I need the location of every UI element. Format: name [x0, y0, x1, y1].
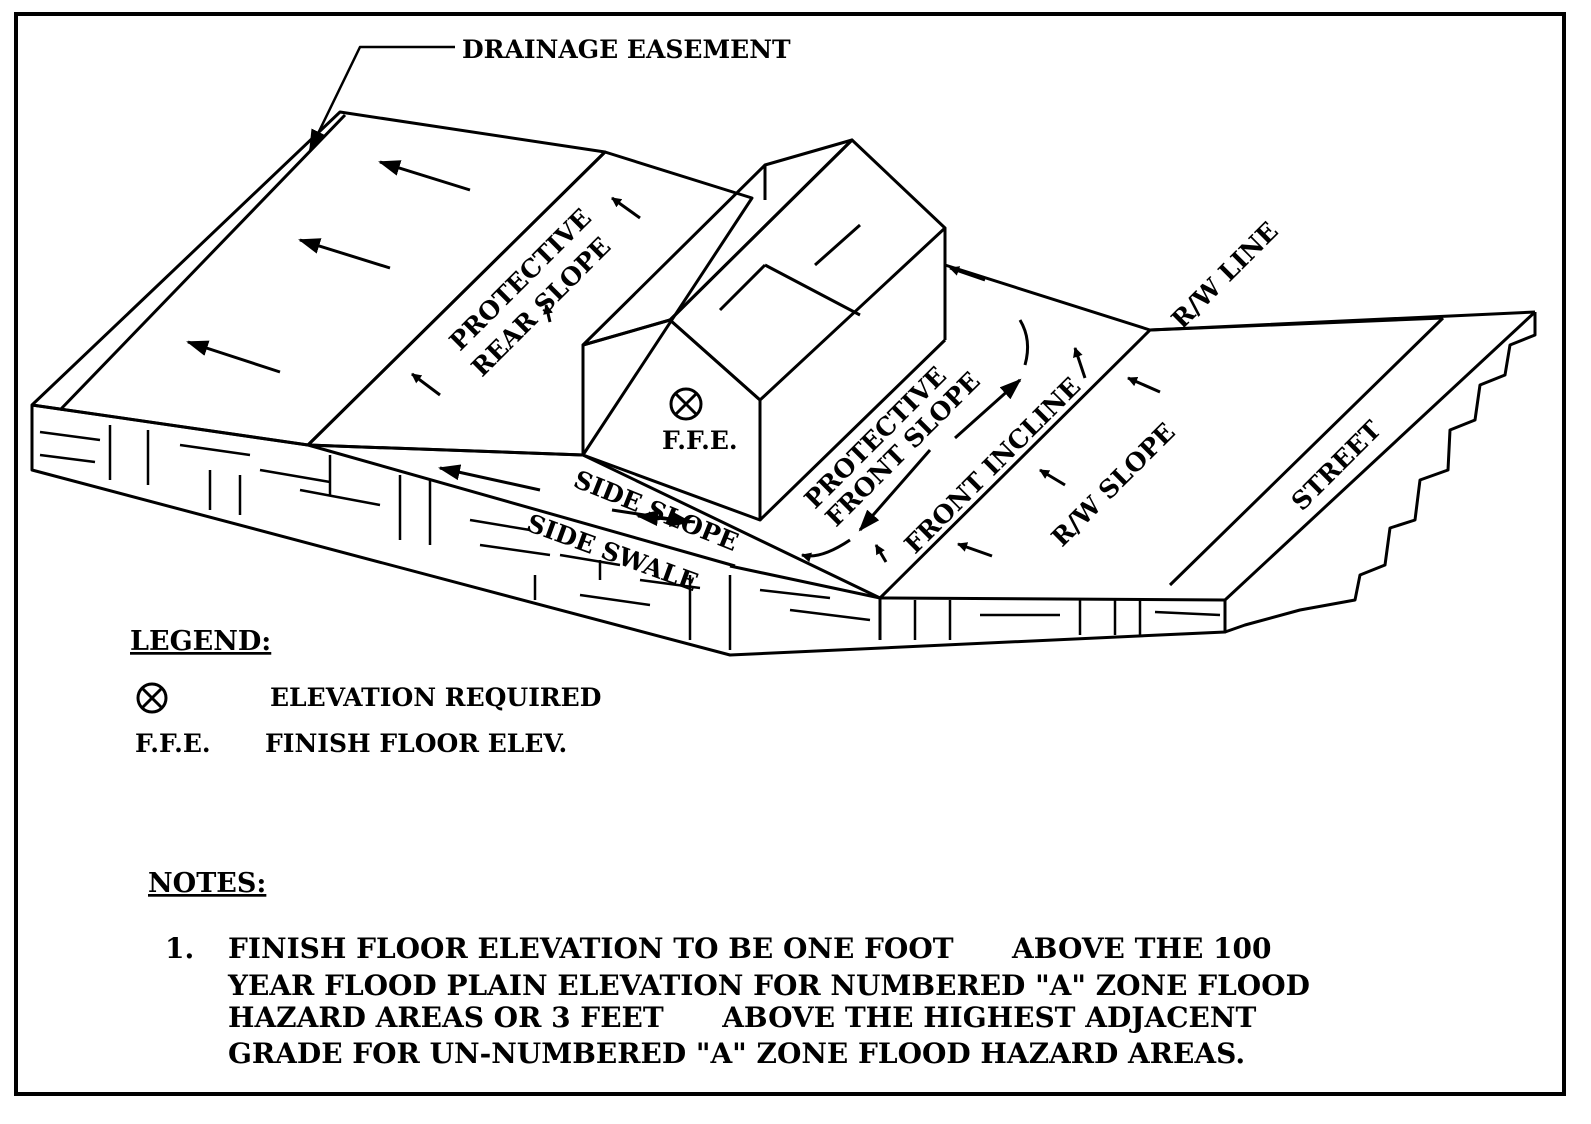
legend-item-finish-floor: FINISH FLOOR ELEV. — [265, 729, 567, 758]
lot-front-face — [30, 405, 1227, 657]
street-jagged-edge — [1224, 312, 1537, 634]
drainage-easement-leader — [308, 45, 455, 152]
note-number: 1. — [165, 932, 194, 965]
rw-slope-label: R/W SLOPE — [1046, 417, 1181, 552]
note-line-2: YEAR FLOOD PLAIN ELEVATION FOR NUMBERED … — [227, 969, 1310, 1002]
street-label: STREET — [1286, 415, 1388, 517]
drainage-easement-label: DRAINAGE EASEMENT — [462, 35, 791, 64]
note-line-3: HAZARD AREAS OR 3 FEET ABOVE THE HIGHEST… — [228, 1001, 1256, 1034]
flow-arrows — [186, 160, 1161, 563]
front-incline-edge — [878, 328, 1152, 600]
legend-title: LEGEND: — [130, 626, 271, 657]
street-edge — [1168, 316, 1445, 587]
rw-line-label: R/W LINE — [1166, 216, 1284, 334]
house — [581, 138, 947, 522]
legend-item-ffe-symbol: F.F.E. — [135, 729, 211, 758]
note-line-4: GRADE FOR UN-NUMBERED "A" ZONE FLOOD HAZ… — [228, 1037, 1245, 1070]
wall-hatch — [39, 425, 1221, 650]
drawing-border — [14, 12, 1566, 1096]
legend-elevation-icon — [136, 682, 168, 714]
notes-title: NOTES: — [148, 868, 266, 899]
legend-item-elevation-required: ELEVATION REQUIRED — [270, 683, 601, 712]
ffe-label: F.F.E. — [662, 426, 738, 455]
note-line-1: FINISH FLOOR ELEVATION TO BE ONE FOOT AB… — [228, 932, 1271, 965]
elevation-required-icon — [669, 387, 703, 421]
